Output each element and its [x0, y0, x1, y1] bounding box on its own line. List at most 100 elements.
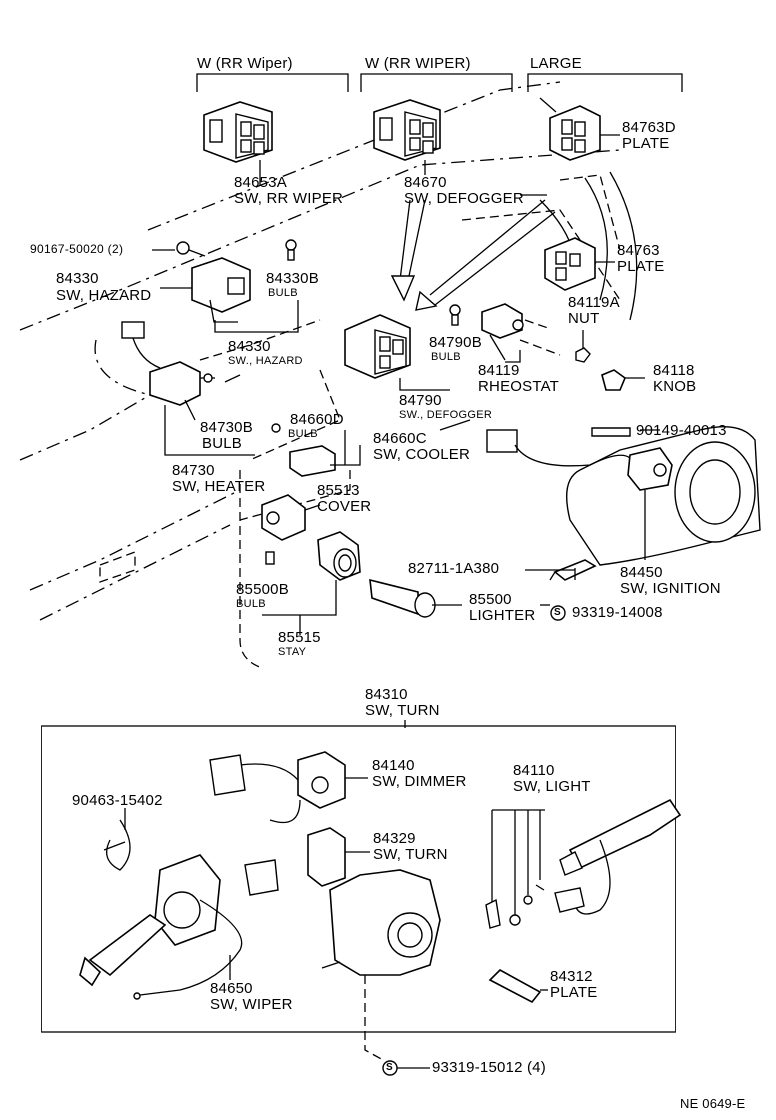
switch-housing [321, 869, 441, 1061]
light-84110 [485, 798, 682, 929]
bulb-84330-sub [224, 374, 241, 383]
part-number-84660d: 84660D [290, 411, 344, 428]
bulb-84330b [285, 239, 297, 261]
part-number-84330: 84330 [56, 270, 99, 287]
part-name-85500b: BULB [236, 598, 266, 610]
part-number-84312: 84312 [550, 968, 593, 985]
part-name-84118: KNOB [653, 378, 697, 395]
part-number-93319-14008: 93319-14008 [572, 604, 663, 621]
dash-outline-panel [249, 369, 341, 461]
part-name-85500: LIGHTER [469, 607, 536, 624]
part-name-84670: SW, DEFOGGER [404, 190, 524, 207]
header-rr-wiper-left: W (RR Wiper) [197, 55, 293, 72]
switch-84763 [544, 237, 615, 291]
dash-outline-mid [19, 149, 621, 331]
part-name-84450: SW, IGNITION [620, 580, 721, 597]
switch-84660c [289, 445, 361, 477]
header-bracket-large [527, 73, 683, 92]
part-name-85513: COVER [317, 498, 372, 515]
part-number-84650: 84650 [210, 980, 253, 997]
cover-85513 [261, 494, 321, 541]
part-number-84730b: 84730B [200, 419, 253, 436]
arrow-shaft-2b [434, 211, 556, 306]
part-number-90167: 90167-50020 (2) [30, 242, 124, 256]
part-number-84330-sub: 84330 [228, 338, 271, 355]
cooler-dash [239, 470, 351, 521]
dash-outline-top [147, 81, 561, 231]
bulb-84790b [449, 304, 461, 326]
part-name-84790b: BULB [431, 351, 461, 363]
part-name-84119: RHEOSTAT [478, 378, 560, 395]
part-number-93319-15012: 93319-15012 (4) [432, 1059, 546, 1076]
dash-outline-slot [99, 551, 136, 583]
part-number-85513: 85513 [317, 482, 360, 499]
part-name-84330: SW, HAZARD [56, 287, 152, 304]
wiper-84650 [79, 854, 279, 1000]
part-name-84790: SW., DEFOGGER [399, 409, 493, 421]
lighter-85500 [369, 578, 462, 618]
part-name-84730b: BULB [202, 435, 242, 452]
header-bracket-rr-wiper-right [360, 73, 513, 92]
part-number-90463: 90463-15402 [72, 792, 163, 809]
clamp-90463 [103, 808, 131, 871]
arrow-head-2 [415, 290, 438, 311]
switch-84763d [539, 97, 620, 161]
part-number-84790b: 84790B [429, 334, 482, 351]
part-number-84330b: 84330B [266, 270, 319, 287]
part-name-84312: PLATE [550, 984, 598, 1001]
part-number-84119a: 84119A [568, 294, 620, 311]
part-number-85500: 85500 [469, 591, 512, 608]
arrow-shaft-2 [429, 199, 546, 296]
turn-84329 [307, 827, 370, 887]
rheostat-84119 [481, 303, 561, 363]
part-number-85515: 85515 [278, 629, 321, 646]
part-number-84119: 84119 [478, 362, 520, 379]
part-number-85500b: 85500B [236, 581, 289, 598]
nut-84119a [575, 330, 591, 363]
stay-85515 [262, 531, 361, 635]
part-number-90149: 90149-40013 [636, 422, 727, 439]
part-name-84119a: NUT [568, 310, 600, 327]
part-name-85515: STAY [278, 646, 307, 658]
figure-code: NE 0649-E [680, 1096, 746, 1111]
part-name-84660d: BULB [288, 428, 318, 440]
switch-84670 [373, 99, 441, 175]
part-number-84450: 84450 [620, 564, 663, 581]
part-name-84653a: SW, RR WIPER [234, 190, 344, 207]
assembly-box [41, 725, 676, 1033]
part-number-84310: 84310 [365, 686, 408, 703]
dash-outline-curve [94, 339, 151, 396]
s-marker-2-label: S [386, 1062, 393, 1073]
plate-84312 [488, 969, 548, 1004]
part-name-84650: SW, WIPER [210, 996, 293, 1013]
part-name-84330b: BULB [268, 287, 298, 299]
part-name-84310: SW, TURN [365, 702, 440, 719]
harness-82711 [525, 559, 597, 581]
dash-outline-vertical [239, 470, 263, 669]
dimmer-84140 [209, 751, 368, 824]
part-name-84110: SW, LIGHT [513, 778, 591, 795]
part-name-84730: SW, HEATER [172, 478, 266, 495]
part-number-84118: 84118 [653, 362, 695, 379]
part-name-84763: PLATE [617, 258, 665, 275]
header-large: LARGE [530, 55, 582, 72]
part-name-84329: SW, TURN [373, 846, 448, 863]
switch-84653a [203, 101, 273, 185]
switch-84730 [121, 321, 255, 456]
dash-outline-right-2 [461, 209, 621, 301]
leader-84660c [439, 419, 471, 431]
part-name-84330-sub: SW., HAZARD [228, 355, 303, 367]
contour-2 [609, 171, 638, 321]
contour-1 [584, 177, 608, 301]
part-number-84140: 84140 [372, 757, 415, 774]
hazard-dash [199, 319, 321, 361]
part-number-82711: 82711-1A380 [408, 560, 500, 577]
part-name-84660c: SW, COOLER [373, 446, 471, 463]
part-name-84140: SW, DIMMER [372, 773, 467, 790]
bulb-85500b [265, 551, 275, 565]
dash-outline-left-3 [39, 524, 231, 621]
s-marker-1-label: S [554, 607, 561, 618]
switch-84330 [160, 257, 299, 333]
